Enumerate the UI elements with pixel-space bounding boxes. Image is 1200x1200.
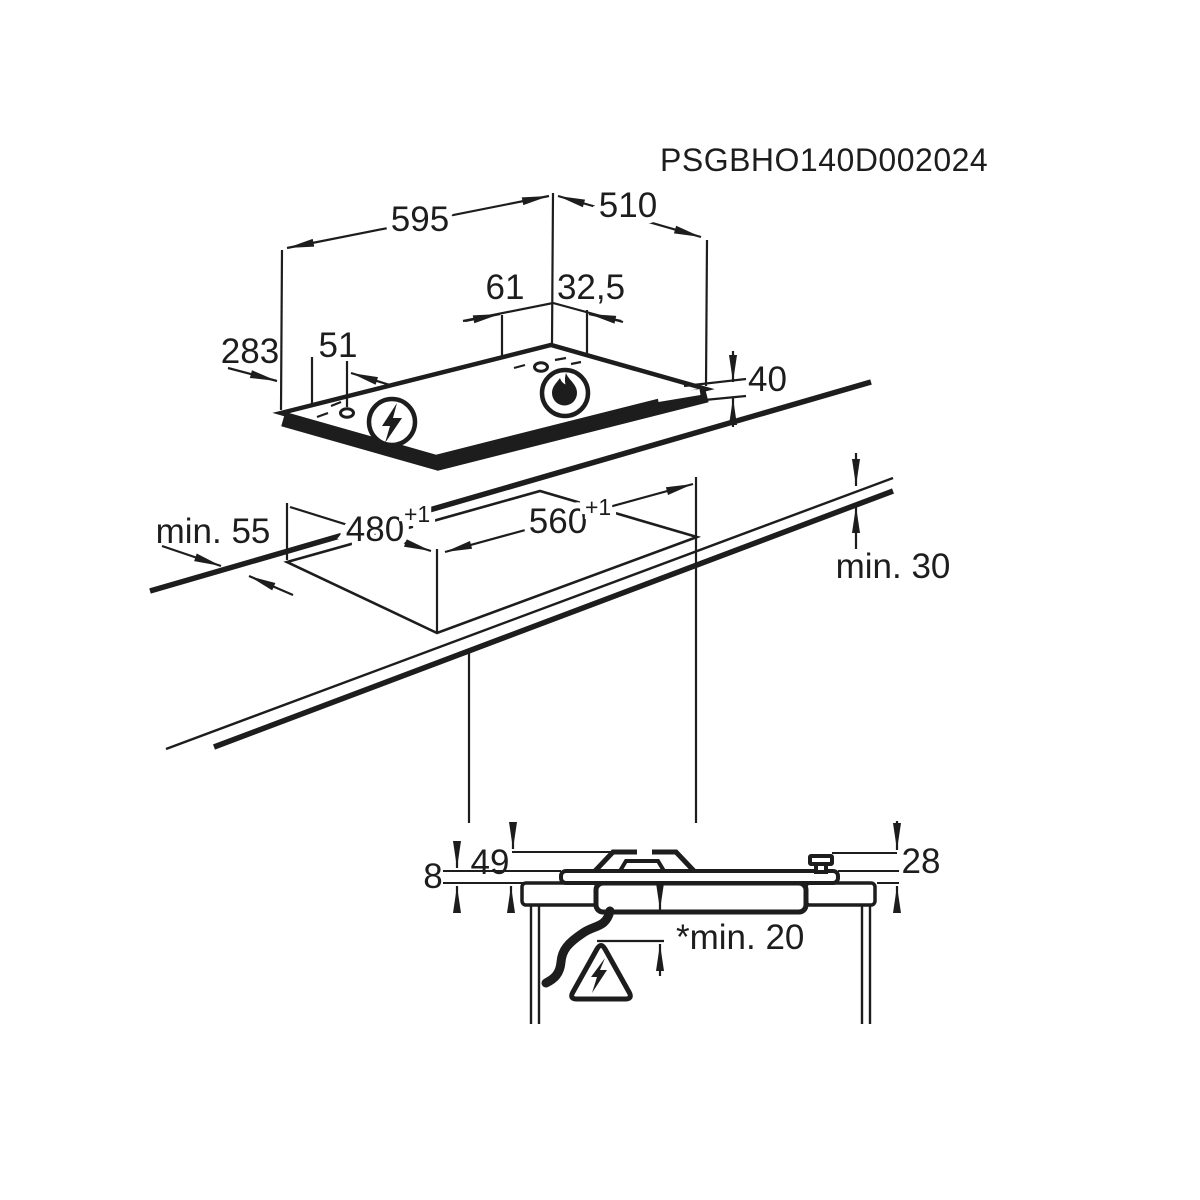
hob-glass-section bbox=[559, 869, 840, 885]
dim-61-label: 61 bbox=[486, 268, 525, 307]
worktop-front-top-edge bbox=[165, 476, 894, 751]
part-number: PSGBHO140D002024 bbox=[660, 142, 988, 178]
cross-section-view: *min. 20 8 49 28 bbox=[423, 821, 940, 1024]
control-knob bbox=[808, 854, 834, 874]
dim-min20: *min. 20 bbox=[597, 883, 804, 976]
mains-cable bbox=[541, 906, 615, 988]
dim-510: 510 bbox=[557, 180, 709, 387]
ignition-hole bbox=[339, 407, 355, 419]
hob-body-section bbox=[593, 880, 809, 915]
dim-595: 595 bbox=[279, 192, 555, 411]
dim-560-tolerance: +1 bbox=[585, 494, 611, 520]
dim-61-32-5: 61 32,5 bbox=[462, 268, 625, 357]
dim-min30-label: min. 30 bbox=[836, 547, 951, 586]
dim-40-label: 40 bbox=[748, 360, 787, 399]
dim-8: 8 bbox=[423, 841, 561, 913]
burner-hole bbox=[533, 361, 549, 373]
dim-480-tolerance: +1 bbox=[404, 501, 430, 527]
dim-min20-label: *min. 20 bbox=[676, 918, 804, 957]
flame-icon bbox=[539, 367, 591, 419]
hob-edge-gap bbox=[657, 389, 701, 402]
dim-8-label: 8 bbox=[423, 857, 442, 896]
dim-480: 480 +1 bbox=[285, 495, 436, 560]
worktop-section-left bbox=[520, 881, 599, 907]
worktop-front-bottom-edge bbox=[213, 488, 894, 750]
top-isometric-view: 595 510 61 32,5 283 51 bbox=[221, 180, 787, 471]
lightning-icon bbox=[366, 396, 418, 448]
burner-cap bbox=[616, 859, 668, 873]
dim-480-label: 480 bbox=[346, 510, 404, 549]
dim-283-51: 283 51 bbox=[221, 326, 391, 407]
dim-560-label: 560 bbox=[529, 502, 587, 541]
dim-28-label: 28 bbox=[902, 842, 941, 881]
electric-warning-icon bbox=[569, 943, 633, 1002]
dim-28: 28 bbox=[832, 821, 941, 913]
cabinet-walls bbox=[529, 905, 872, 1024]
dim-560: 560 +1 bbox=[435, 477, 698, 823]
dim-min55-label: min. 55 bbox=[156, 512, 271, 551]
pan-support bbox=[593, 849, 696, 873]
dim-51-label: 51 bbox=[319, 326, 358, 365]
worktop-cutout-view: min. 55 480 +1 560 +1 min. bbox=[149, 379, 951, 823]
dim-283-label: 283 bbox=[221, 332, 279, 371]
dim-32-5-label: 32,5 bbox=[557, 268, 625, 307]
dim-min30: min. 30 bbox=[836, 453, 951, 586]
dim-min55: min. 55 bbox=[156, 512, 294, 597]
dim-40: 40 bbox=[729, 351, 787, 427]
hob-edge-band bbox=[281, 389, 709, 471]
dim-49: 49 bbox=[471, 822, 612, 913]
dim-49-label: 49 bbox=[471, 843, 510, 882]
centerline-dashes bbox=[316, 356, 582, 419]
dim-510-label: 510 bbox=[599, 186, 657, 225]
dim-595-label: 595 bbox=[391, 200, 449, 239]
worktop-section-right bbox=[804, 881, 877, 907]
